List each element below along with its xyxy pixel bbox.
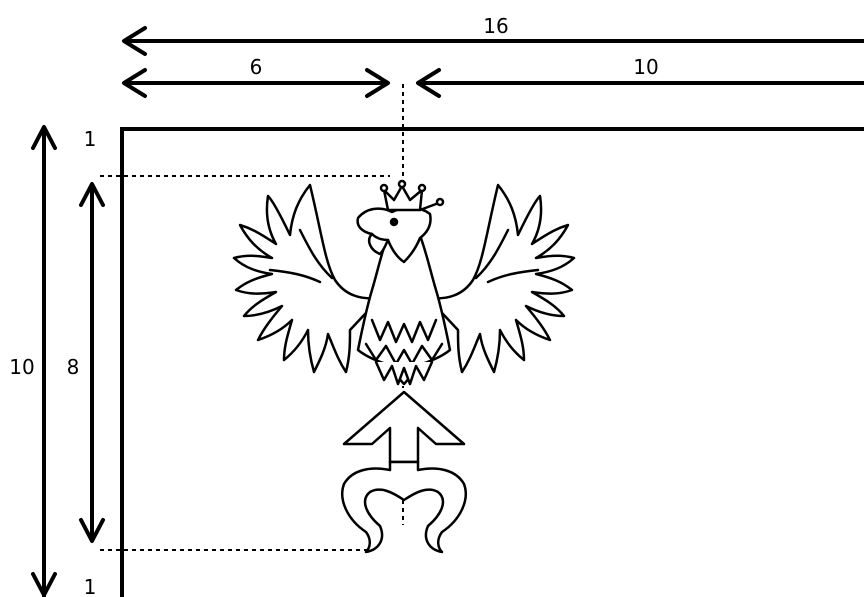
dimension-top-right: 10 bbox=[416, 55, 864, 98]
eagle-body bbox=[356, 228, 452, 386]
eagle-crown bbox=[382, 184, 424, 212]
dimension-left-inner: 8 bbox=[67, 182, 105, 543]
flag-outline bbox=[120, 127, 864, 597]
margin-label-bottom: 1 bbox=[84, 575, 97, 597]
dimension-top-total: 16 bbox=[122, 14, 864, 56]
dimension-left-outer: 10 bbox=[9, 125, 57, 597]
dimension-label-6: 6 bbox=[250, 55, 263, 79]
eagle-tail bbox=[374, 360, 434, 386]
eagle-right-wing bbox=[426, 183, 576, 374]
arrow-shaft-base bbox=[341, 460, 467, 554]
crowned-eagle-icon bbox=[232, 179, 576, 386]
margin-label-top: 1 bbox=[84, 127, 97, 151]
eagle-left-wing bbox=[232, 183, 382, 374]
dimension-label-10-top: 10 bbox=[633, 55, 658, 79]
arrow-head bbox=[342, 390, 466, 464]
dimension-label-16: 16 bbox=[483, 14, 508, 38]
dimension-top-left: 6 bbox=[122, 55, 390, 98]
dimension-label-10-left: 10 bbox=[9, 355, 34, 379]
arrow-anchor-icon bbox=[341, 390, 467, 554]
dimension-label-8: 8 bbox=[67, 355, 80, 379]
